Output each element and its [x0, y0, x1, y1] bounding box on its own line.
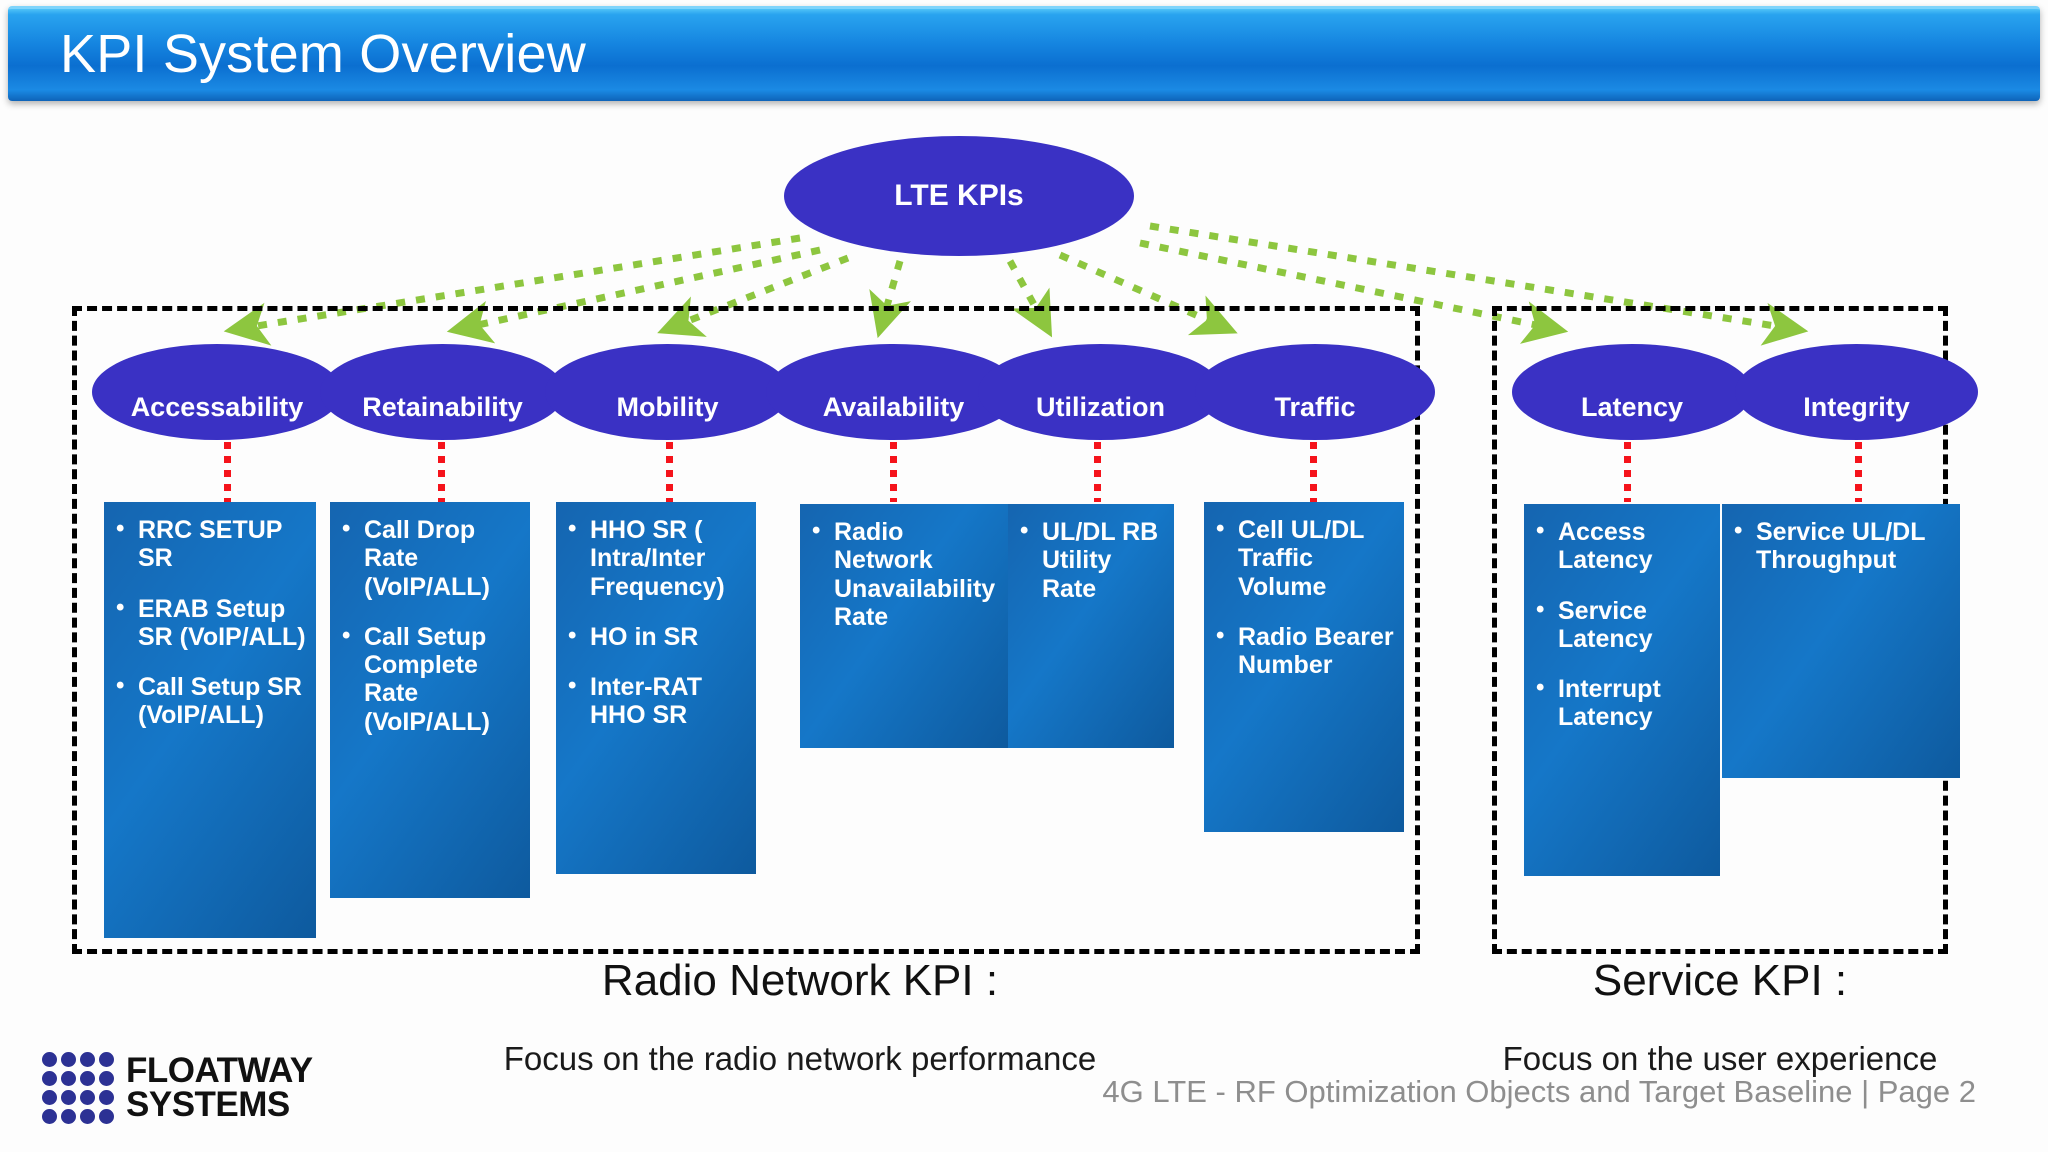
- category-ellipse-utilization[interactable]: Utilization: [978, 344, 1223, 440]
- group-title-service-kpi: Service KPI :: [1592, 956, 1848, 1005]
- logo-wordmark: FLOATWAY SYSTEMS: [126, 1051, 313, 1124]
- connector-integrity: [1855, 442, 1862, 502]
- floatway-systems-logo: FLOATWAY SYSTEMS: [42, 1052, 313, 1124]
- connector-latency: [1624, 442, 1631, 502]
- kpi-item: Call Setup Complete Rate (VoIP/ALL): [342, 622, 520, 736]
- category-label-availability: Availability: [822, 391, 965, 422]
- kpi-box-availability[interactable]: Radio Network Unavailability Rate: [800, 504, 1008, 748]
- kpi-box-traffic[interactable]: Cell UL/DL Traffic Volume Radio Bearer N…: [1204, 502, 1404, 832]
- group-title-radio-network-kpi: Radio Network KPI :: [601, 956, 999, 1005]
- root-node-label: LTE KPIs: [894, 179, 1024, 212]
- kpi-item: Access Latency: [1536, 517, 1710, 575]
- kpi-item: HHO SR ( Intra/Inter Frequency): [568, 515, 746, 601]
- connector-mobility: [666, 442, 673, 502]
- connector-utilization: [1094, 442, 1101, 502]
- kpi-item: Cell UL/DL Traffic Volume: [1216, 515, 1394, 601]
- kpi-item: Service Latency: [1536, 596, 1710, 654]
- category-ellipse-traffic[interactable]: Traffic: [1195, 344, 1435, 440]
- root-node-lte-kpis[interactable]: LTE KPIs: [784, 136, 1134, 256]
- category-label-latency: Latency: [1580, 391, 1684, 422]
- kpi-box-mobility[interactable]: HHO SR ( Intra/Inter Frequency) HO in SR…: [556, 502, 756, 874]
- kpi-item: Radio Network Unavailability Rate: [812, 517, 998, 631]
- page-title: KPI System Overview: [60, 23, 586, 84]
- category-ellipse-accessability[interactable]: Accessability: [92, 344, 342, 440]
- group-subtitle-service-kpi: Focus on the user experience: [1502, 1040, 1938, 1077]
- logo-dot-grid-icon: [42, 1052, 114, 1124]
- logo-wordmark-line1: FLOATWAY: [126, 1051, 313, 1091]
- group-subtitle-radio-network-kpi: Focus on the radio network performance: [503, 1040, 1097, 1077]
- slide-footer: FLOATWAY SYSTEMS 4G LTE - RF Optimizatio…: [0, 1028, 2048, 1152]
- connector-accessability: [224, 442, 231, 502]
- category-ellipse-retainability[interactable]: Retainability: [320, 344, 565, 440]
- slide-title-bar: KPI System Overview: [8, 6, 2040, 101]
- kpi-item: ERAB Setup SR (VoIP/ALL): [116, 594, 306, 652]
- category-ellipse-availability[interactable]: Availability: [766, 344, 1021, 440]
- kpi-box-utilization[interactable]: UL/DL RB Utility Rate: [1008, 504, 1174, 748]
- kpi-item: Service UL/DL Throughput: [1734, 517, 1950, 575]
- connector-availability: [890, 442, 897, 502]
- kpi-item: Radio Bearer Number: [1216, 622, 1394, 680]
- kpi-box-accessability[interactable]: RRC SETUP SR ERAB Setup SR (VoIP/ALL) Ca…: [104, 502, 316, 938]
- kpi-box-retainability[interactable]: Call Drop Rate (VoIP/ALL) Call Setup Com…: [330, 502, 530, 898]
- kpi-item: Interrupt Latency: [1536, 674, 1710, 732]
- kpi-item: Call Setup SR (VoIP/ALL): [116, 672, 306, 730]
- kpi-item: Inter-RAT HHO SR: [568, 672, 746, 730]
- kpi-box-latency[interactable]: Access Latency Service Latency Interrupt…: [1524, 504, 1720, 876]
- category-label-retainability: Retainability: [362, 391, 523, 422]
- connector-traffic: [1310, 442, 1317, 502]
- kpi-diagram: LTE KPIs Accessability Retainability Mob…: [0, 98, 2048, 1077]
- category-label-traffic: Traffic: [1274, 391, 1356, 422]
- category-label-accessability: Accessability: [130, 391, 304, 422]
- kpi-item: RRC SETUP SR: [116, 515, 306, 573]
- connector-retainability: [438, 442, 445, 502]
- category-label-mobility: Mobility: [616, 391, 719, 422]
- footer-note: 4G LTE - RF Optimization Objects and Tar…: [1102, 1074, 1976, 1109]
- category-label-utilization: Utilization: [1036, 391, 1165, 422]
- kpi-item: HO in SR: [568, 622, 746, 651]
- category-ellipse-latency[interactable]: Latency: [1512, 344, 1752, 440]
- kpi-item: Call Drop Rate (VoIP/ALL): [342, 515, 520, 601]
- kpi-box-integrity[interactable]: Service UL/DL Throughput: [1722, 504, 1960, 778]
- category-ellipse-mobility[interactable]: Mobility: [545, 344, 790, 440]
- category-label-integrity: Integrity: [1803, 391, 1910, 422]
- logo-wordmark-line2: SYSTEMS: [126, 1085, 290, 1124]
- kpi-item: UL/DL RB Utility Rate: [1020, 517, 1164, 603]
- category-ellipse-integrity[interactable]: Integrity: [1735, 344, 1978, 440]
